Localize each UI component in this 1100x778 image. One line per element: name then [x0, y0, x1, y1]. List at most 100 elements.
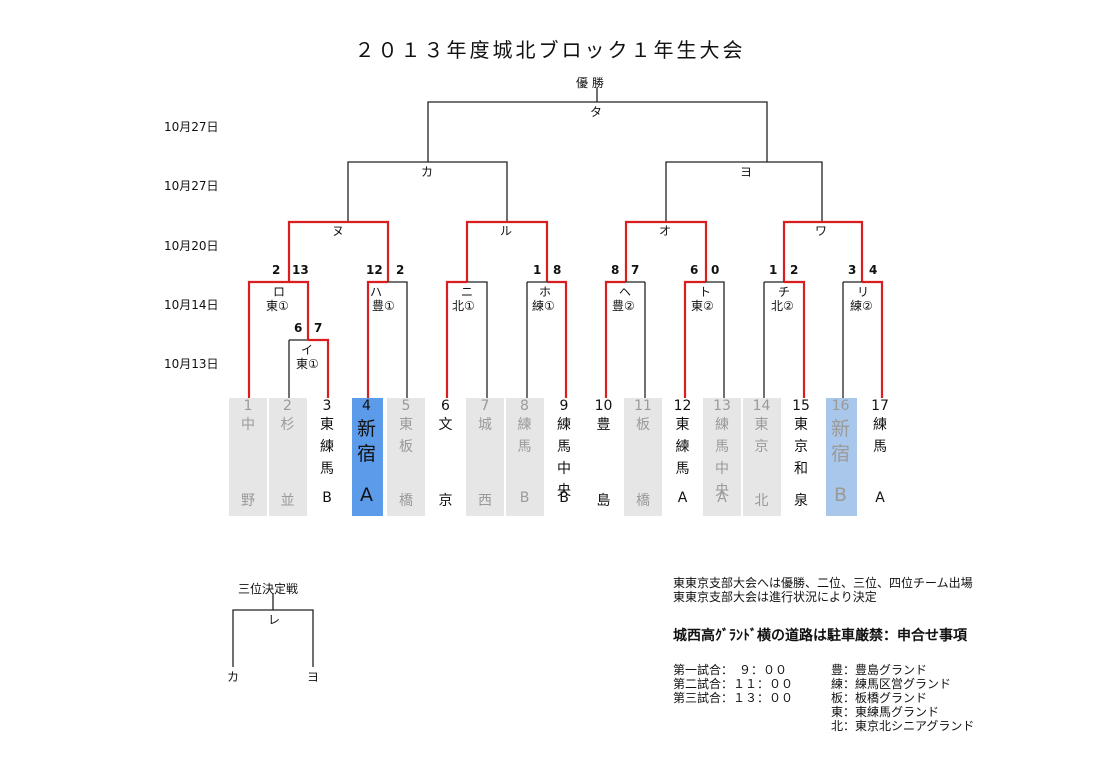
- line-he-winner: [604, 280, 626, 398]
- score-to-right: 0: [711, 263, 720, 277]
- game-o: オ: [659, 224, 672, 238]
- score-ro-left: 2: [272, 263, 281, 277]
- game-ro: ロ: [273, 285, 286, 299]
- score-to-left: 6: [690, 263, 699, 277]
- game-to: ト: [699, 285, 712, 299]
- champion-label: 優 勝: [576, 76, 604, 90]
- team-name-char: 宿: [356, 443, 376, 465]
- game-i-venue: 東①: [296, 357, 319, 371]
- score-i-left: 6: [294, 321, 303, 335]
- team-name-suffix: B: [322, 490, 332, 506]
- team-number: 4: [362, 398, 371, 414]
- team-highlight: [624, 398, 662, 516]
- venue-list: 豊：豊島グランド 練：練馬区営グランド 板：板橋グランド 東：東練馬グランド 北…: [831, 663, 974, 733]
- team-name-char: 馬: [557, 439, 571, 455]
- score-ro-right: 13: [292, 263, 309, 277]
- team-name-char: 板: [399, 439, 413, 455]
- line-third-place: [232, 609, 314, 667]
- team-name-suffix: A: [677, 490, 688, 506]
- team-name-suffix: B: [519, 490, 530, 506]
- venue-item: 練：練馬区営グランド: [831, 677, 952, 691]
- line-ni-winner: [445, 280, 467, 398]
- team-name-char: 宿: [830, 443, 850, 465]
- team-name-suffix: B: [559, 490, 569, 506]
- line-qf-wa-left: [782, 220, 822, 282]
- team-highlight: [825, 398, 857, 516]
- schedule-item: 第一試合： ９：００: [673, 663, 788, 677]
- team-name-suffix: A: [875, 490, 885, 506]
- note-schedule: 東東京支部大会は進行状況により決定: [673, 590, 877, 604]
- team-name-char: 馬: [675, 461, 690, 477]
- venue-item: 板：板橋グランド: [831, 691, 928, 705]
- game-chi: チ: [778, 285, 791, 299]
- schedule-item: 第三試合：１３：００: [673, 691, 794, 705]
- team-name-suffix: 西: [478, 493, 492, 509]
- team-highlight: [742, 398, 781, 516]
- line-qf-nu-left: [287, 220, 348, 282]
- date-quarter: 10月20日: [164, 239, 219, 253]
- team-name-char: 板: [636, 417, 650, 433]
- team-number: 7: [480, 398, 490, 414]
- team-name-suffix: 京: [438, 493, 453, 509]
- team-name-char: 馬: [517, 439, 532, 455]
- game-wa: ワ: [815, 224, 828, 238]
- team-number: 10: [594, 398, 613, 414]
- team-name-char: 練: [320, 439, 334, 455]
- line-semi-ka: [347, 161, 508, 222]
- team-name-char: 東: [675, 417, 690, 433]
- game-to-venue: 東②: [691, 299, 714, 313]
- game-ho: ホ: [539, 285, 552, 299]
- team-highlight: [466, 398, 504, 516]
- team-name-suffix: 泉: [794, 493, 808, 509]
- team-name-char: 練: [873, 417, 887, 433]
- third-place-title: 三位決定戦: [238, 582, 299, 596]
- team-name-char: 文: [438, 417, 453, 433]
- team-name-suffix: 北: [754, 493, 769, 509]
- line-qf-ru-right: [507, 220, 549, 282]
- team-number: 1: [243, 398, 253, 414]
- team-name-char: 京: [754, 439, 769, 455]
- team-name-char: 央: [715, 483, 729, 499]
- score-ri-right: 4: [869, 263, 878, 277]
- team-name-char: 馬: [320, 461, 334, 477]
- game-i: イ: [301, 343, 314, 357]
- game-ni: ニ: [461, 285, 474, 299]
- score-ho-left: 1: [533, 263, 542, 277]
- team-name-char: 城: [478, 417, 492, 433]
- line-to-winner: [683, 280, 706, 398]
- team-name-suffix: A: [717, 490, 727, 506]
- game-ho-venue: 練①: [532, 299, 555, 313]
- team-number: 12: [673, 398, 692, 414]
- team-name-char: 新: [830, 418, 850, 440]
- team-name-char: 東: [320, 417, 334, 433]
- team-name-char: 東: [794, 417, 808, 433]
- team-number: 8: [520, 398, 529, 414]
- game-ha-venue: 豊①: [372, 299, 395, 313]
- team-name-char: 東: [399, 417, 413, 433]
- team-number: 14: [752, 398, 771, 414]
- note-parking: 城西高ｸﾞﾗﾝﾄﾞ横の道路は駐車厳禁：申合せ事項: [673, 628, 967, 644]
- game-chi-venue: 北②: [771, 299, 794, 313]
- venue-item: 北：東京北シニアグランド: [831, 719, 975, 733]
- line-ri-winner: [862, 280, 884, 398]
- team-name-suffix: A: [360, 484, 373, 506]
- third-place-left: カ: [227, 670, 240, 684]
- date-semi: 10月27日: [164, 179, 219, 193]
- score-ri-left: 3: [848, 263, 857, 277]
- line-qf-o-left: [624, 220, 666, 282]
- venue-item: 東：東練馬グランド: [831, 705, 940, 719]
- team-number: 16: [831, 398, 850, 414]
- game-ri-venue: 練②: [850, 299, 873, 313]
- score-he-right: 7: [631, 263, 640, 277]
- page-title: ２０１３年度城北ブロック１年生大会: [354, 38, 746, 62]
- game-ru: ル: [500, 224, 513, 238]
- team-name-suffix: 野: [241, 493, 255, 509]
- team-name-char: 馬: [715, 439, 729, 455]
- team-highlight: [268, 398, 307, 516]
- date-final: 10月27日: [164, 120, 219, 134]
- third-place-right: ヨ: [307, 670, 320, 684]
- game-yo: ヨ: [740, 165, 753, 179]
- team-highlight: [703, 398, 741, 516]
- team-name-suffix: 島: [596, 493, 611, 509]
- team-number: 5: [401, 398, 411, 414]
